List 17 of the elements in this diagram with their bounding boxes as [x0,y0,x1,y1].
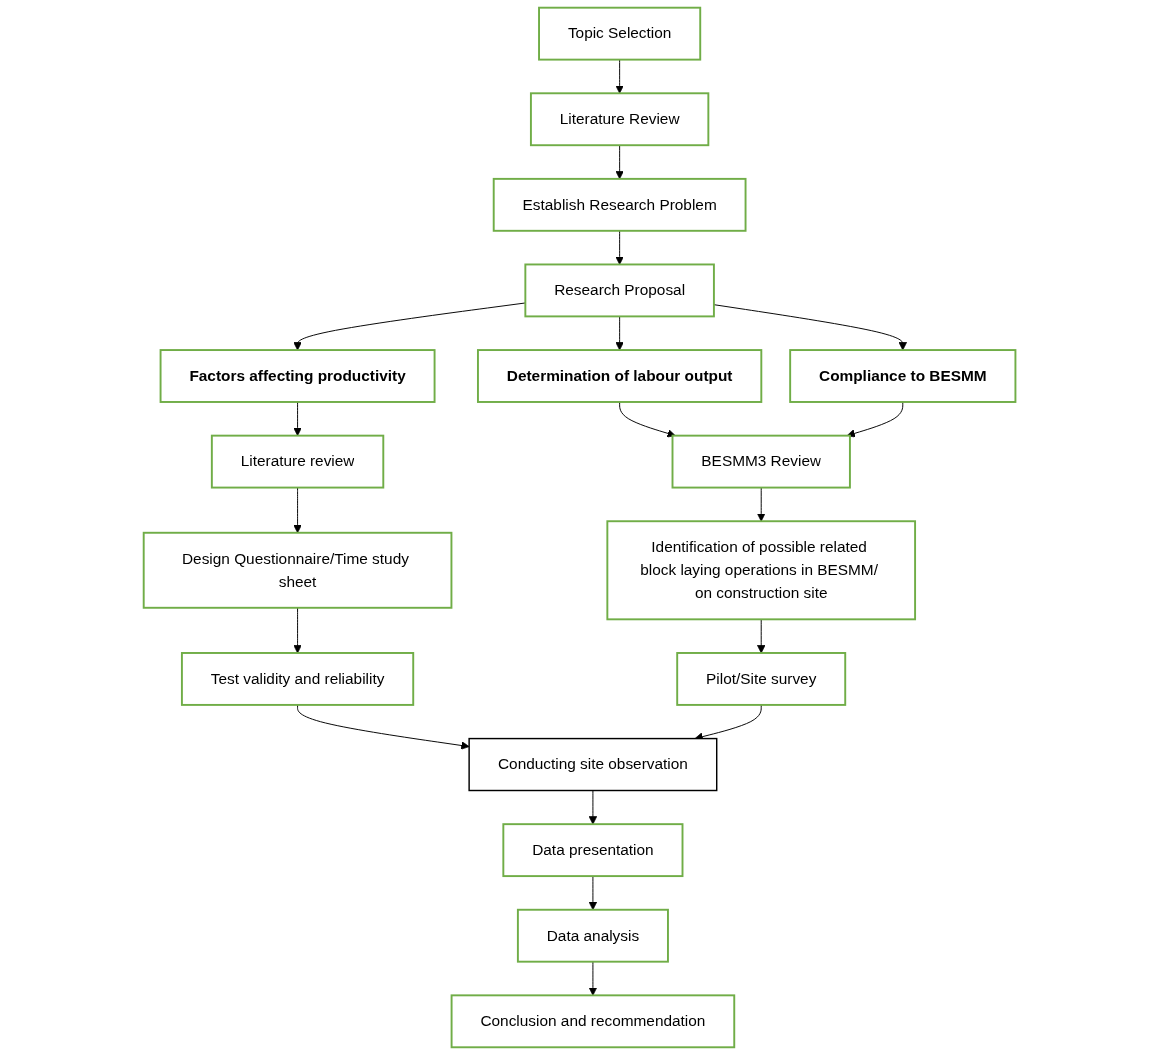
node-box: Literature review [211,434,385,489]
node-box: Factors affecting productivity [160,349,436,403]
node-box: BESMM3 Review [672,434,852,489]
node-box: Topic Selection [538,6,702,61]
node-box: Data analysis [517,908,670,963]
node-box: Determination of labour output [477,349,763,403]
node-box: Research Proposal [524,263,716,318]
node-box: Conducting site observation [468,737,718,792]
node-box: Literature Review [530,92,710,147]
node-box: Test validity and reliability [181,652,415,706]
node-box: Conclusion and recommendation [451,994,736,1049]
node-box: Identification of possible related block laying operations in BESMM/ on construction site [606,520,917,621]
node-box: Data presentation [502,823,684,878]
node-box: Pilot/Site survey [676,652,847,706]
node-box: Design Questionnaire/Time study sheet [143,531,453,609]
node-box: Establish Research Problem [493,177,747,232]
node-box: Compliance to BESMM [789,349,1017,403]
